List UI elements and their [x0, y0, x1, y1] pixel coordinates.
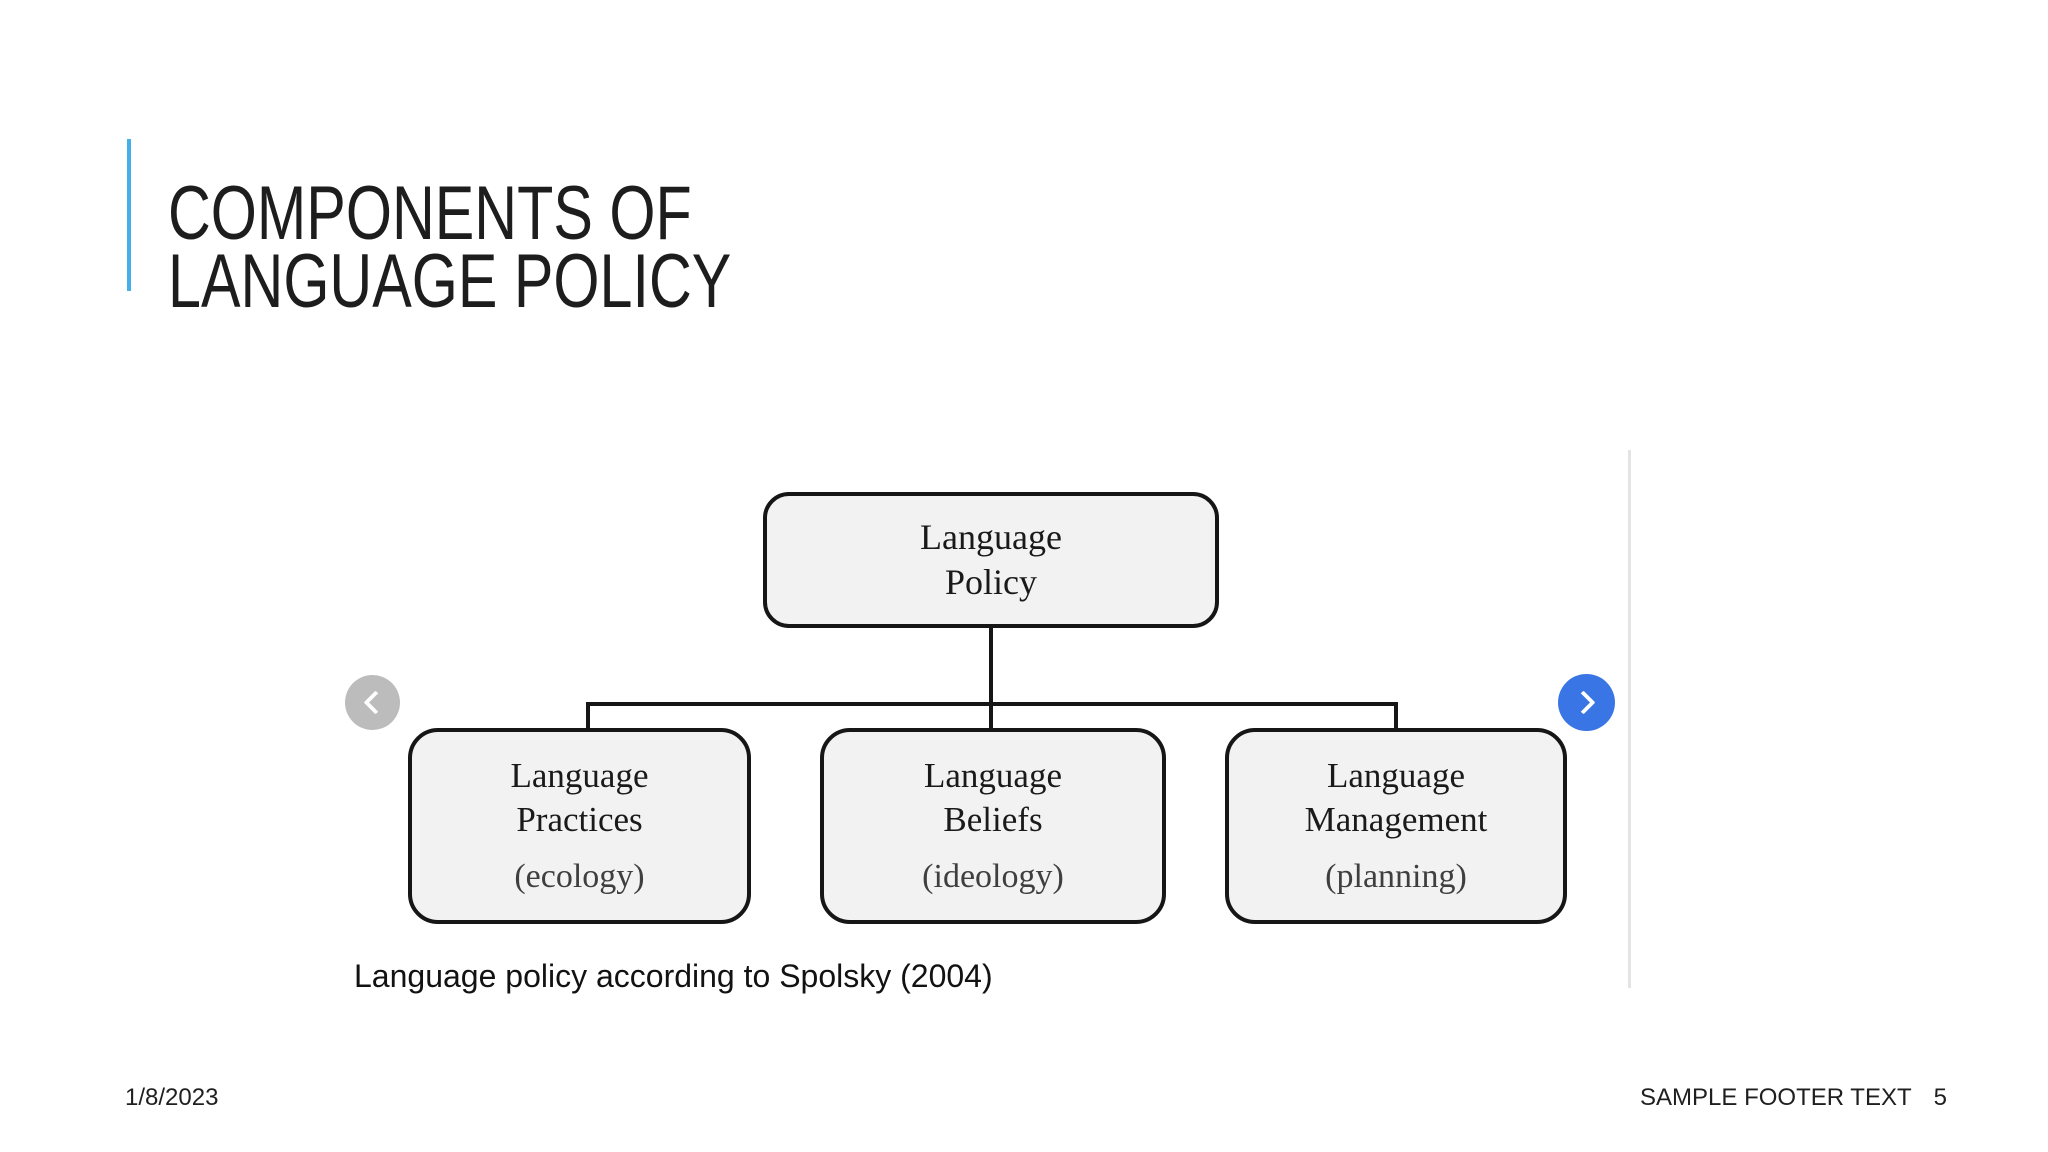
- node-sublabel: (planning): [1325, 858, 1467, 895]
- node-label: Language: [510, 756, 649, 795]
- connector-left-stub: [586, 702, 590, 732]
- node-language-policy: Language Policy: [763, 492, 1219, 628]
- chevron-right-icon: [1571, 690, 1596, 715]
- node-label: Language: [1327, 756, 1465, 795]
- content-divider-line: [1628, 450, 1631, 988]
- connector-horizontal: [586, 702, 1398, 706]
- connector-right-stub: [1394, 702, 1398, 732]
- node-label: Policy: [944, 562, 1037, 602]
- connector-root-vertical: [989, 624, 993, 730]
- slide-title: COMPONENTS OF LANGUAGE POLICY: [168, 171, 732, 324]
- footer-date: 1/8/2023: [125, 1084, 219, 1111]
- chevron-left-icon: [363, 690, 388, 715]
- node-language-beliefs: Language Beliefs (ideology): [820, 728, 1166, 924]
- node-language-practices: Language Practices (ecology): [408, 728, 751, 924]
- node-label: Management: [1304, 800, 1488, 839]
- footer-right: SAMPLE FOOTER TEXT 5: [1640, 1084, 1947, 1112]
- title-accent-bar: [127, 139, 131, 291]
- node-label: Practices: [516, 800, 643, 839]
- node-label: Language: [924, 756, 1062, 795]
- node-sublabel: (ecology): [514, 858, 645, 895]
- footer-text: SAMPLE FOOTER TEXT: [1640, 1084, 1912, 1111]
- prev-slide-button[interactable]: [345, 675, 400, 730]
- slide-number: 5: [1933, 1084, 1947, 1111]
- node-language-management: Language Management (planning): [1225, 728, 1567, 924]
- diagram-caption: Language policy according to Spolsky (20…: [354, 958, 993, 994]
- node-label: Language: [920, 517, 1062, 557]
- next-slide-button[interactable]: [1558, 674, 1615, 731]
- node-sublabel: (ideology): [922, 858, 1064, 895]
- node-label: Beliefs: [943, 800, 1043, 839]
